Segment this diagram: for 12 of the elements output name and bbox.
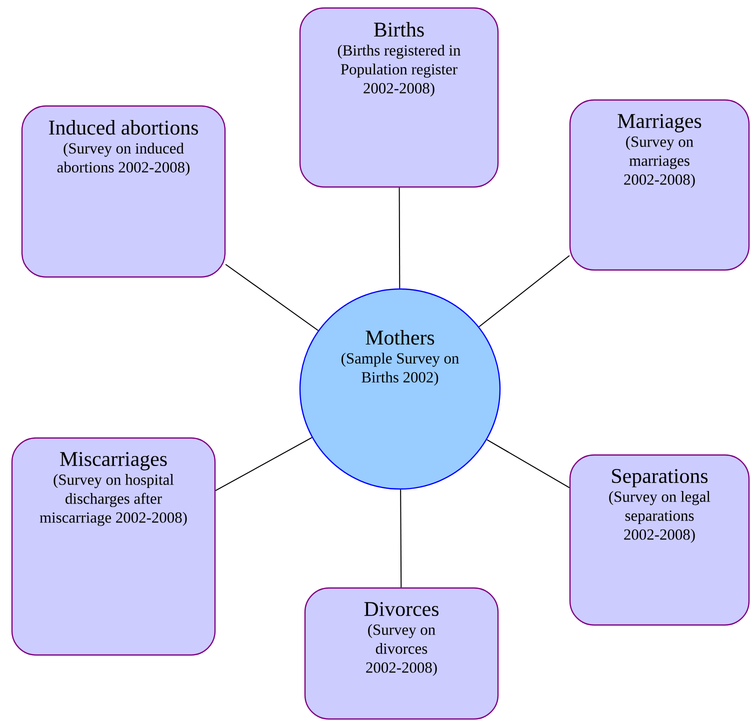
connector-line bbox=[215, 437, 312, 492]
connector-line bbox=[398, 187, 400, 289]
source-box: Divorces (Survey on divorces 2002-2008) bbox=[304, 587, 499, 720]
connector-line bbox=[225, 264, 319, 332]
source-box: Induced abortions (Survey on induced abortions 2002-2008) bbox=[21, 105, 226, 278]
source-box: Births (Births registered in Population register 2002-2008) bbox=[299, 7, 499, 188]
connector-line bbox=[486, 439, 570, 488]
connector-line bbox=[478, 255, 570, 328]
source-box: Separations (Survey on legal separations 2002-2008) bbox=[569, 454, 750, 626]
source-box: Marriages (Survey on marriages 2002-2008) bbox=[569, 99, 750, 271]
connector-line bbox=[400, 489, 402, 588]
source-box: Miscarriages (Survey on hospital discharges after miscarriage 2002-2008) bbox=[11, 437, 216, 656]
